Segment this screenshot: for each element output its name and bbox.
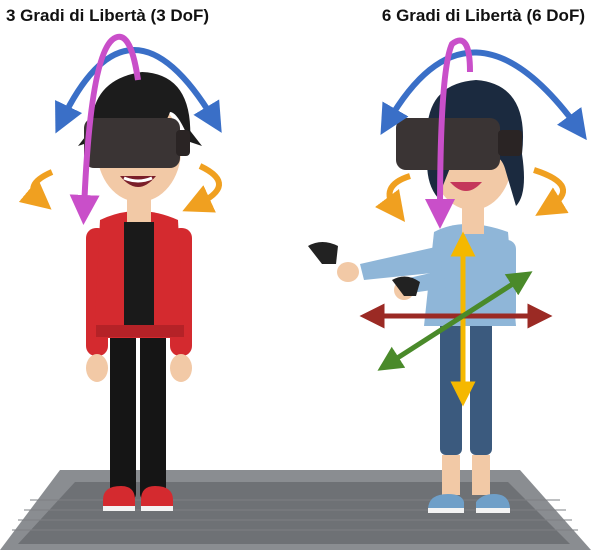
vr-headset-left [84, 118, 180, 168]
controller-left [308, 242, 338, 264]
vr-headset-right [396, 118, 500, 170]
character-3dof [78, 72, 202, 511]
